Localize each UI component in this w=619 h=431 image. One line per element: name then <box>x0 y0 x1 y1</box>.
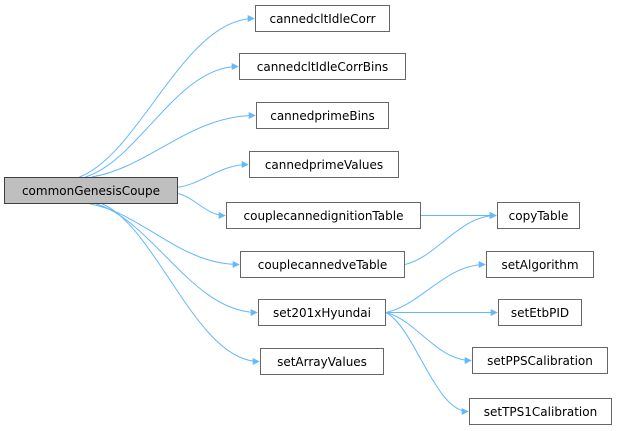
edge-common-genesis-coupe-to-set-201x-hyundai <box>96 203 258 316</box>
node-couple-canned-ignition-table[interactable]: couplecannedignitionTable <box>226 202 421 229</box>
node-common-genesis-coupe: commonGenesisCoupe <box>4 177 178 204</box>
node-canned-clt-idle-corr[interactable]: cannedcltIdleCorr <box>255 5 390 32</box>
edge-common-genesis-coupe-to-canned-prime-bins <box>91 112 256 178</box>
node-set-tps1-calibration[interactable]: setTPS1Calibration <box>469 398 612 425</box>
edge-common-genesis-coupe-to-set-array-values <box>102 203 260 365</box>
node-canned-clt-idle-corr-bins[interactable]: cannedcltIdleCorrBins <box>239 53 406 80</box>
node-set-pps-calibration[interactable]: setPPSCalibration <box>472 347 608 374</box>
edge-set-201x-hyundai-to-set-pps-calibration <box>385 312 472 364</box>
edge-set-201x-hyundai-to-set-algorithm <box>385 261 486 313</box>
node-canned-prime-bins[interactable]: cannedprimeBins <box>256 102 389 129</box>
node-set-array-values[interactable]: setArrayValues <box>260 348 384 375</box>
edge-set-201x-hyundai-to-set-tps1-calibration <box>385 312 469 415</box>
edge-common-genesis-coupe-to-canned-clt-idle-corr-bins <box>85 63 239 178</box>
edge-couple-canned-ve-table-to-copy-table <box>404 212 497 265</box>
node-set-etb-pid[interactable]: setEtbPID <box>498 299 582 326</box>
edge-common-genesis-coupe-to-couple-canned-ignition-table <box>177 193 226 219</box>
node-set-algorithm[interactable]: setAlgorithm <box>486 251 594 278</box>
edge-common-genesis-coupe-to-canned-clt-idle-corr <box>79 15 255 178</box>
node-canned-prime-values[interactable]: cannedprimeValues <box>249 151 399 178</box>
node-couple-canned-ve-table[interactable]: couplecannedveTable <box>240 251 405 278</box>
node-set-201x-hyundai[interactable]: set201xHyundai <box>258 299 386 326</box>
node-copy-table[interactable]: copyTable <box>497 202 580 229</box>
edge-common-genesis-coupe-to-canned-prime-values <box>177 161 249 188</box>
